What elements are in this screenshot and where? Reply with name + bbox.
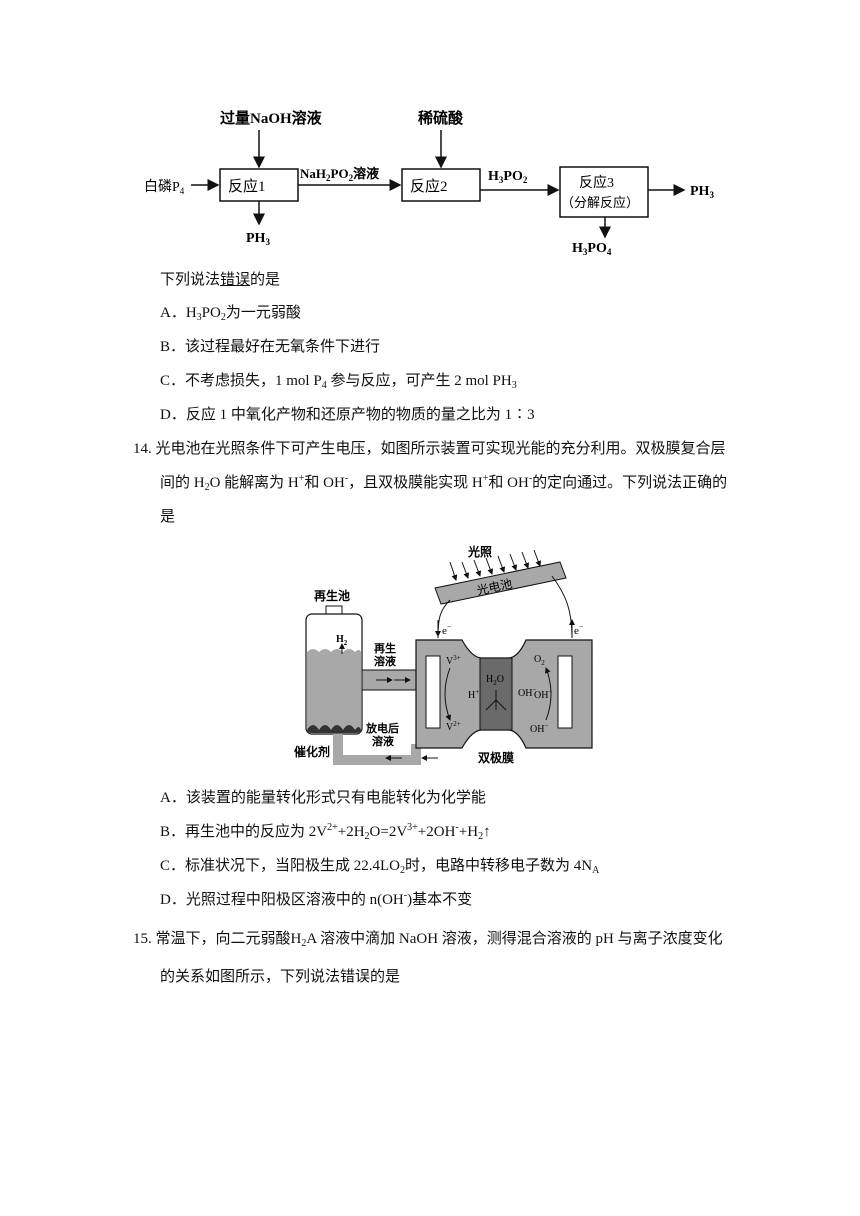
q14-stem-line1: 14. 光电池在光照条件下可产生电压，如图所示装置可实现光能的充分利用。双极膜复… xyxy=(133,441,726,457)
ohminus-label: OH− xyxy=(518,686,536,699)
reaction2-box xyxy=(401,168,481,202)
electron-right-label: e− xyxy=(574,622,584,637)
q14-option-c: C．标准状况下，当阳极生成 22.4LO2时，电路中转移电子数为 4NA xyxy=(160,858,600,876)
q15-stem-line2: 的关系如图所示，下列说法错误的是 xyxy=(160,969,401,985)
q13-option-a: A．H3PO2为一元弱酸 xyxy=(160,305,301,323)
left-electrode xyxy=(425,655,441,729)
q13-option-d: D．反应 1 中氧化产物和还原产物的物质的量之比为 1∶3 xyxy=(160,407,535,423)
white-phosphorus-label: 白磷P4 xyxy=(144,179,185,196)
reaction3-sub-label: （分解反应） xyxy=(561,195,639,210)
v2-label: V2+ xyxy=(446,720,461,733)
bipolar-membrane-label: 双极膜 xyxy=(478,750,514,765)
catalyst-label: 催化剂 xyxy=(294,744,330,759)
q14-stem-line2: 间的 H2O 能解离为 H+和 OH-，且双极膜能实现 H+和 OH-的定向通过… xyxy=(160,473,728,493)
ph3-r1-label: PH3 xyxy=(246,231,270,247)
q15-stem-line1: 15. 常温下，向二元弱酸H2A 溶液中滴加 NaOH 溶液，测得混合溶液的 p… xyxy=(133,931,723,949)
electrochemical-cell-diagram: 光照 光电池 e− e− 再生池 H2 催化剂 再生 溶液 放电后 溶液 H2O… xyxy=(294,544,593,765)
h3po2-label: H3PO2 xyxy=(488,169,528,185)
oh-bottom-label: OH− xyxy=(530,722,548,735)
ph3-output-label: PH3 xyxy=(690,184,714,200)
regen-pool-label: 再生池 xyxy=(314,588,350,603)
reaction3-box xyxy=(559,166,649,218)
nah2po2-label: NaH2PO2溶液 xyxy=(300,166,379,183)
reaction1-label: 反应1 xyxy=(228,177,266,195)
discharge-solution-label-2: 溶液 xyxy=(372,734,395,748)
q14-option-a: A．该装置的能量转化形式只有电能转化为化学能 xyxy=(160,790,486,806)
photovoltaic-panel xyxy=(434,561,567,605)
oh-mid-label: OH− xyxy=(534,688,552,701)
q13-option-c: C．不考虑损失，1 mol P4 参与反应，可产生 2 mol PH3 xyxy=(160,373,517,391)
reaction3-label: 反应3 xyxy=(579,174,614,191)
naoh-label: 过量NaOH溶液 xyxy=(220,109,323,127)
q13-option-b: B．该过程最好在无氧条件下进行 xyxy=(160,339,381,355)
q14-stem-line3: 是 xyxy=(160,509,176,525)
h2o-label: H2O xyxy=(486,674,504,687)
o2-label: O2 xyxy=(534,654,545,667)
q14-option-b: B．再生池中的反应为 2V2++2H2O=2V3++2OH-+H2↑ xyxy=(160,822,491,842)
q13-stem: 下列说法错误的是 xyxy=(160,272,281,288)
electron-left-label: e− xyxy=(442,622,452,637)
acid-label: 稀硫酸 xyxy=(418,109,464,127)
h3po4-label: H3PO4 xyxy=(572,241,612,257)
right-electrode xyxy=(557,655,573,729)
reaction-flow-diagram: 过量NaOH溶液 稀硫酸 白磷P4 反应1 反应2 反应3 （分解反应） NaH… xyxy=(144,109,714,257)
reaction2-label: 反应2 xyxy=(410,177,448,195)
hplus-label: H+ xyxy=(468,688,479,701)
light-label: 光照 xyxy=(467,544,492,559)
discharge-solution-label-1: 放电后 xyxy=(365,721,399,735)
h2-label: H2 xyxy=(336,634,348,647)
regen-solution-label-1: 再生 xyxy=(374,641,396,655)
regen-solution-label-2: 溶液 xyxy=(374,654,397,668)
v3-label: V3+ xyxy=(446,654,461,667)
q14-option-d: D．光照过程中阳极区溶液中的 n(OH-)基本不变 xyxy=(160,890,473,909)
